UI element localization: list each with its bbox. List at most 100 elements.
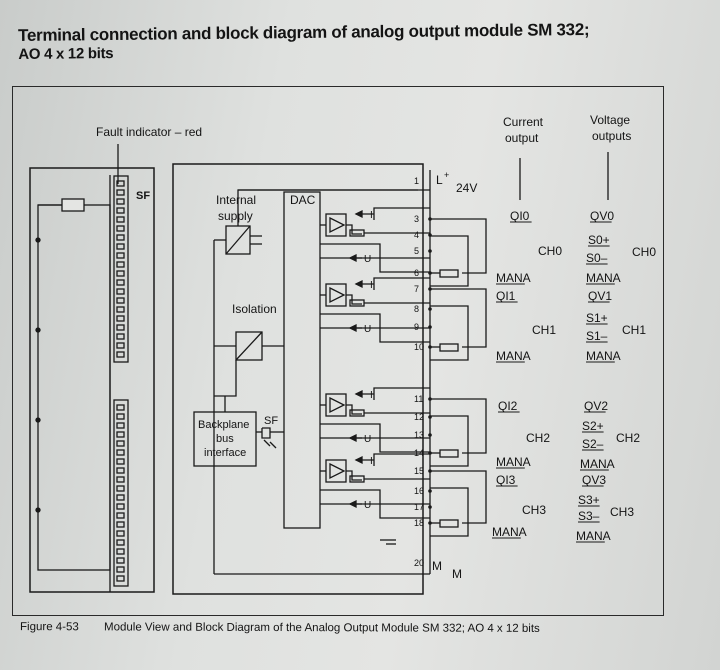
sense-wire [430, 415, 469, 467]
dac-block [283, 191, 321, 529]
load-resistor [439, 519, 459, 528]
fault-indicator-label: Fault indicator – red [96, 125, 202, 139]
connector-pin [116, 243, 125, 250]
module-internals-box [172, 163, 424, 595]
dac-label: DAC [290, 193, 316, 207]
current-output-header-2: output [505, 131, 539, 145]
connector-pin [116, 566, 125, 573]
terminal-number: 5 [414, 246, 419, 256]
terminal-number: 9 [414, 322, 419, 332]
figure-caption: Figure 4-53 Module View and Block Diagra… [20, 621, 540, 635]
connector-pin [116, 279, 125, 286]
current-i-label: I [370, 456, 373, 467]
voltage-label-mana0: MANA [586, 271, 621, 285]
terminal-number: 12 [414, 412, 424, 422]
connector-pin [116, 225, 125, 232]
connector-pin [116, 413, 125, 420]
module-inner-panel [37, 204, 111, 571]
load-resistor [439, 269, 459, 278]
connector-pin [116, 467, 125, 474]
field-wire [430, 288, 487, 348]
terminal-dot [428, 489, 432, 493]
terminal-number: 17 [414, 502, 424, 512]
connector-pin [116, 198, 125, 205]
sf-led-label: SF [136, 190, 150, 202]
channel-label-voltage-ch1: CH1 [622, 323, 646, 337]
current-label-mana2: MANA [496, 455, 531, 469]
backplane-label-1: Backplane [198, 419, 249, 431]
connector-pin [116, 351, 125, 358]
field-wiring [430, 218, 487, 537]
voltage-u-label: U [364, 324, 371, 335]
voltage-label-s2p: S2+ [582, 419, 604, 433]
current-label-mana0: MANA [496, 271, 531, 285]
connector-pin [116, 288, 125, 295]
voltage-label-qv2: QV2 [584, 399, 608, 413]
terminal-number: 18 [414, 518, 424, 528]
terminal-dot [428, 233, 432, 237]
connector-pin [116, 557, 125, 564]
terminal-number: 6 [414, 268, 419, 278]
channel-label-current-ch2: CH2 [526, 431, 550, 445]
terminal-dot [428, 217, 432, 221]
current-label-qi1: QI1 [496, 289, 516, 303]
connector-pin [116, 539, 125, 546]
voltage-label-s1m: S1– [586, 329, 608, 343]
voltage-label-s3m: S3– [578, 509, 600, 523]
channel-label-voltage-ch2: CH2 [616, 431, 640, 445]
connector-pin [116, 261, 125, 268]
current-i-label: I [370, 210, 373, 221]
connector-pin [116, 315, 125, 322]
field-wire [430, 218, 487, 274]
voltage-label-s0m: S0– [586, 251, 608, 265]
terminal-dot [428, 249, 432, 253]
voltage-label-mana3: MANA [576, 529, 611, 543]
m-outside-label: M [452, 567, 462, 581]
field-wire [430, 398, 487, 454]
fault-led-box [61, 198, 85, 212]
voltage-label-s1p: S1+ [586, 311, 608, 325]
terminal-number: 7 [414, 284, 419, 294]
voltage-label-mana1: MANA [586, 349, 621, 363]
voltage-label-qv1: QV1 [588, 289, 612, 303]
current-amp-symbol [329, 396, 346, 414]
current-amp-symbol [329, 286, 346, 304]
connector-pin [116, 404, 125, 411]
channel-label-voltage-ch3: CH3 [610, 505, 634, 519]
l-plus-label: L [436, 173, 443, 187]
terminal-dot [428, 505, 432, 509]
voltage-label-qv0: QV0 [590, 209, 614, 223]
connector-pin [116, 575, 125, 582]
terminal-number: 3 [414, 214, 419, 224]
current-label-qi3: QI3 [496, 473, 516, 487]
figure-number: Figure 4-53 [19, 621, 79, 634]
connector-pin [116, 458, 125, 465]
voltage-label-s0p: S0+ [588, 233, 610, 247]
internal-supply-label-1: Internal [216, 193, 256, 207]
terminal-dot [428, 325, 432, 329]
connector-pin [116, 476, 125, 483]
current-label-qi2: QI2 [498, 399, 518, 413]
supply-24v-label: 24V [456, 181, 477, 195]
connector-pin [116, 234, 125, 241]
channel-label-voltage-ch0: CH0 [632, 245, 656, 259]
voltage-u-label: U [364, 500, 371, 511]
l-plus-sup: + [444, 170, 449, 180]
current-amp-symbol [329, 216, 346, 234]
voltage-label-mana2: MANA [580, 457, 615, 471]
current-label-mana3: MANA [492, 525, 527, 539]
current-label-mana1: MANA [496, 349, 531, 363]
terminal-number: 16 [414, 486, 424, 496]
connector-pin [116, 422, 125, 429]
terminal-number: 4 [414, 230, 419, 240]
connector-pin [116, 449, 125, 456]
terminal-number: 8 [414, 304, 419, 314]
front-connector-lower [113, 399, 129, 587]
connector-pin [116, 485, 125, 492]
terminal-dot [428, 521, 432, 525]
connector-pin [116, 503, 125, 510]
sense-wire [430, 305, 469, 361]
